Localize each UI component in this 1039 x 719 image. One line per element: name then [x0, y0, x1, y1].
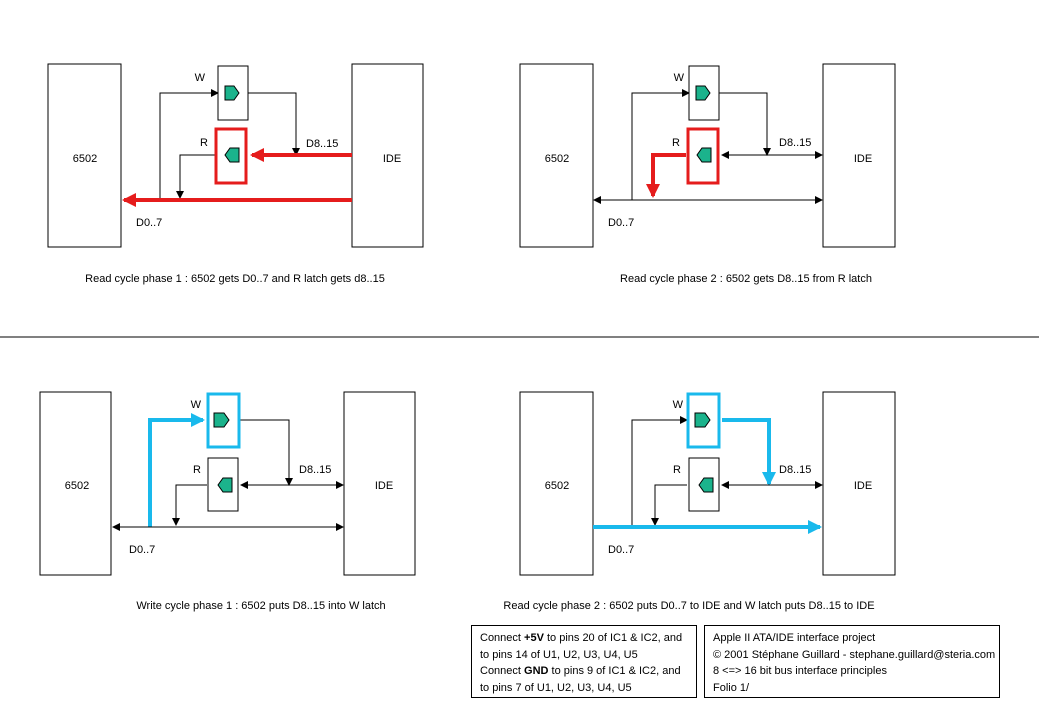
power-note-line-3: Connect GND to pins 9 of IC1 & IC2, and	[480, 663, 688, 680]
r-to-cpu-line	[176, 154, 215, 199]
w-to-ide-line	[240, 419, 293, 486]
panel-write-phase-2: 6502 IDE W R D8..15 D0..7 Read cycle pha…	[503, 391, 896, 612]
cpu-6502-block	[47, 63, 122, 248]
cpu-to-w-flow-cyan	[148, 413, 205, 527]
text-segment: Connect	[480, 632, 525, 644]
power-note-line-1: Connect +5V to pins 20 of IC1 & IC2, and	[480, 630, 688, 647]
ide-block	[822, 391, 896, 576]
panel-caption: Read cycle phase 2 : 6502 gets D8..15 fr…	[620, 273, 872, 285]
w-latch-arrow-icon	[224, 85, 240, 101]
r-to-cpu-line	[172, 484, 207, 526]
panel-write-phase-1: 6502 IDE W R D8..15 D0..7 Write cycle ph…	[39, 391, 416, 612]
title-block-line-2: © 2001 Stéphane Guillard - stephane.guil…	[713, 648, 996, 661]
title-block-line-4: Folio 1/	[713, 681, 750, 694]
power-note-line-4: to pins 7 of U1, U2, U3, U4, U5	[480, 681, 632, 694]
r-label: R	[673, 464, 681, 476]
text-bold: +5V	[524, 632, 544, 644]
r-label: R	[672, 137, 680, 149]
cpu-to-w-line	[631, 89, 690, 200]
cpu-to-w-line	[159, 89, 219, 200]
w-label: W	[191, 399, 202, 411]
w-to-ide-flow-cyan	[722, 418, 776, 486]
cpu-label: 6502	[65, 480, 89, 492]
r-to-cpu-flow-red	[646, 153, 686, 198]
w-label: W	[673, 399, 684, 411]
title-block-line-1: Apple II ATA/IDE interface project	[713, 632, 876, 644]
panel-caption: Read cycle phase 2 : 6502 puts D0..7 to …	[503, 600, 874, 612]
ide-label: IDE	[854, 480, 872, 492]
w-label: W	[195, 72, 206, 84]
cpu-6502-block	[519, 391, 594, 576]
panel-caption: Read cycle phase 1 : 6502 gets D0..7 and…	[85, 273, 385, 285]
power-note-line-2: to pins 14 of U1, U2, U3, U4, U5	[480, 648, 638, 661]
r-latch-arrow-icon	[698, 477, 714, 493]
cpu-6502-block	[39, 391, 112, 576]
d0-7-label: D0..7	[608, 217, 634, 229]
ide-label: IDE	[375, 480, 393, 492]
ide-block	[343, 391, 416, 576]
cpu-to-w-line	[631, 416, 688, 527]
d0-7-label: D0..7	[608, 544, 634, 556]
title-block-line-3: 8 <=> 16 bit bus interface principles	[713, 665, 887, 677]
d8-15-label: D8..15	[779, 137, 811, 149]
title-block-box: Apple II ATA/IDE interface project © 200…	[704, 625, 1000, 698]
w-latch-arrow-icon	[213, 412, 230, 428]
w-latch-arrow-icon	[694, 412, 711, 428]
w-to-ide-line	[248, 92, 300, 156]
panel-caption: Write cycle phase 1 : 6502 puts D8..15 i…	[136, 600, 385, 612]
cpu-6502-block	[519, 63, 594, 248]
panel-read-phase-1: 6502 IDE W R D8..15 D0..7 Read cycle pha…	[47, 63, 424, 285]
d0-7-label: D0..7	[129, 544, 155, 556]
text-bold: GND	[524, 665, 549, 677]
cpu-label: 6502	[545, 153, 569, 165]
d0-7-label: D0..7	[136, 217, 162, 229]
r-latch-arrow-icon	[217, 477, 233, 493]
r-latch-arrow-icon	[224, 147, 240, 163]
cpu-label: 6502	[73, 153, 97, 165]
ide-label: IDE	[854, 153, 872, 165]
text-segment: to pins 20 of IC1 & IC2, and	[543, 632, 683, 644]
panel-read-phase-2: 6502 IDE W D8..15 R D0..7 Read cycle pha…	[519, 63, 896, 285]
w-to-ide-line	[719, 92, 771, 156]
w-label: W	[674, 72, 685, 84]
d8-15-label: D8..15	[779, 464, 811, 476]
text-segment: Connect	[480, 665, 525, 677]
r-latch-arrow-icon	[696, 147, 712, 163]
r-label: R	[200, 137, 208, 149]
power-notes-box: Connect +5V to pins 20 of IC1 & IC2, and…	[471, 625, 697, 698]
cpu-label: 6502	[545, 480, 569, 492]
w-latch-arrow-icon	[695, 85, 711, 101]
d8-15-label: D8..15	[299, 464, 331, 476]
r-label: R	[193, 464, 201, 476]
ide-label: IDE	[383, 153, 401, 165]
ide-block	[822, 63, 896, 248]
text-segment: to pins 9 of IC1 & IC2, and	[548, 665, 681, 677]
d8-15-label: D8..15	[306, 138, 338, 150]
r-to-cpu-line	[651, 484, 687, 526]
